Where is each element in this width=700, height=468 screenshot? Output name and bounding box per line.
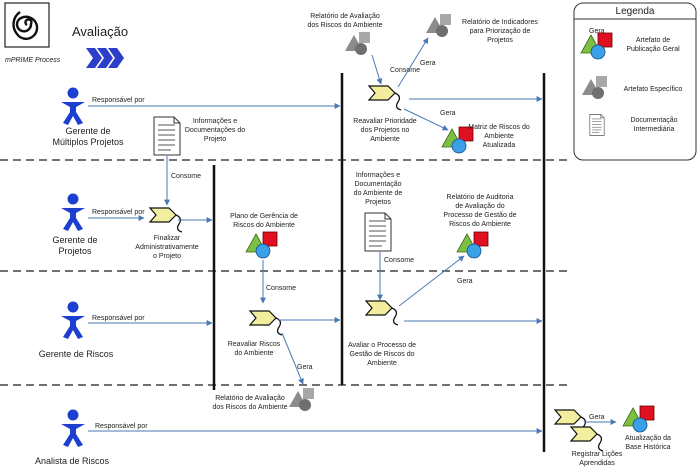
svg-text:Gerente de: Gerente de xyxy=(65,126,110,136)
svg-text:Registrar Lições: Registrar Lições xyxy=(572,451,623,458)
svg-text:dos Projetos no: dos Projetos no xyxy=(361,127,410,134)
gera-label: Gera xyxy=(297,364,313,371)
svg-text:Atualizada: Atualizada xyxy=(483,142,516,149)
svg-text:Matriz de Riscos do: Matriz de Riscos do xyxy=(468,124,530,131)
svg-text:Finalizar: Finalizar xyxy=(154,235,181,242)
svg-text:Responsável por: Responsável por xyxy=(92,315,145,322)
svg-text:Processo de Gestão de: Processo de Gestão de xyxy=(443,212,516,219)
mprime-logo xyxy=(4,2,50,48)
svg-text:Relatório de Avaliação: Relatório de Avaliação xyxy=(310,13,380,20)
svg-text:Reavaliar Riscos: Reavaliar Riscos xyxy=(228,341,281,348)
svg-text:Atualização da: Atualização da xyxy=(625,435,671,442)
svg-text:Analista de Riscos: Analista de Riscos xyxy=(35,456,110,466)
svg-text:Avaliar o Processo de: Avaliar o Processo de xyxy=(348,342,416,349)
gera-label: Gera xyxy=(420,60,436,67)
gera-label: Gera xyxy=(589,414,605,421)
consome-label: Consome xyxy=(171,173,201,180)
svg-text:Relatório de Indicadores: Relatório de Indicadores xyxy=(462,19,538,26)
svg-text:Gestão de Riscos do: Gestão de Riscos do xyxy=(350,351,415,358)
svg-text:Projetos: Projetos xyxy=(487,37,513,44)
svg-text:Intermediária: Intermediária xyxy=(634,126,675,133)
svg-text:do Ambiente: do Ambiente xyxy=(235,350,274,357)
svg-text:Administrativamente: Administrativamente xyxy=(135,244,199,251)
svg-text:Múltiplos Projetos: Múltiplos Projetos xyxy=(52,137,124,147)
svg-text:Gerente de Riscos: Gerente de Riscos xyxy=(39,349,114,359)
svg-text:Aprendidas: Aprendidas xyxy=(579,460,615,467)
svg-text:para Priorização de: para Priorização de xyxy=(470,28,531,35)
gera-arrow xyxy=(397,37,429,88)
svg-text:Artefato de: Artefato de xyxy=(636,37,670,44)
consome-label: Consome xyxy=(390,67,420,74)
artifact-atualizacao-base: Atualização da Base Histórica xyxy=(622,405,671,451)
svg-text:Relatório de Avaliação: Relatório de Avaliação xyxy=(215,395,285,402)
svg-text:Relatório de Auditoria: Relatório de Auditoria xyxy=(447,194,514,201)
activity-reavaliar-riscos[interactable]: Reavaliar Riscos do Ambiente xyxy=(228,310,283,357)
consome-label: Consome xyxy=(266,285,296,292)
gera-label: Gera xyxy=(440,110,456,117)
legend: Legenda Gera Artefato de Publicação Gera… xyxy=(573,2,697,161)
svg-text:Projeto: Projeto xyxy=(204,136,226,143)
gera-arrow xyxy=(281,332,304,385)
phase-arrows-icon xyxy=(86,48,124,68)
activity-finalizar[interactable]: Finalizar Administrativamente o Projeto xyxy=(135,207,199,260)
svg-text:Informações e: Informações e xyxy=(193,118,237,125)
gera-arrow xyxy=(403,108,449,131)
svg-text:Projetos: Projetos xyxy=(365,199,391,206)
artifact-relatorio-indicadores: Relatório de Indicadores para Priorizaçã… xyxy=(426,14,538,44)
role-analista-riscos: Analista de Riscos xyxy=(35,409,110,466)
consome-arrow xyxy=(371,54,383,85)
svg-text:Informações e: Informações e xyxy=(356,172,400,179)
svg-text:Ambiente: Ambiente xyxy=(484,133,514,140)
artifact-relatorio-avaliacao-top: Relatório de Avaliação dos Riscos do Amb… xyxy=(307,13,383,55)
artifact-relatorio-avaliacao-bottom: Relatório de Avaliação dos Riscos do Amb… xyxy=(212,388,314,411)
responsavel-arrows: Responsável por Responsável por Responsá… xyxy=(88,97,543,434)
svg-text:Responsável por: Responsável por xyxy=(92,97,145,104)
svg-text:Plano de Gerência de: Plano de Gerência de xyxy=(230,213,298,220)
svg-text:Ambiente: Ambiente xyxy=(370,136,400,143)
svg-text:Projetos: Projetos xyxy=(58,246,92,256)
svg-text:dos Riscos do Ambiente: dos Riscos do Ambiente xyxy=(307,22,382,29)
activity-reavaliar-prioridade[interactable]: Reavaliar Prioridade dos Projetos no Amb… xyxy=(353,85,417,143)
svg-text:Artefato Específico: Artefato Específico xyxy=(624,86,683,93)
svg-text:dos Riscos do Ambiente: dos Riscos do Ambiente xyxy=(212,404,287,411)
svg-text:Riscos do Ambiente: Riscos do Ambiente xyxy=(449,221,511,228)
svg-text:Responsável por: Responsável por xyxy=(95,423,148,430)
svg-text:Base Histórica: Base Histórica xyxy=(625,444,670,451)
artifact-matriz-riscos: Matriz de Riscos do Ambiente Atualizada xyxy=(441,124,530,154)
activity-avaliar-processo[interactable]: Avaliar o Processo de Gestão de Riscos d… xyxy=(348,300,416,367)
role-gerente-riscos: Gerente de Riscos xyxy=(39,301,114,359)
svg-text:o Projeto: o Projeto xyxy=(153,253,181,260)
legend-gera: Gera xyxy=(589,28,605,35)
consome-label: Consome xyxy=(384,257,414,264)
svg-text:Publicação Geral: Publicação Geral xyxy=(626,46,680,53)
artifact-plano-gerencia: Plano de Gerência de Riscos do Ambiente xyxy=(230,213,298,259)
gera-arrow xyxy=(398,255,465,307)
role-gerente-projetos: Gerente de Projetos xyxy=(52,193,98,256)
process-name: mPRIME Process xyxy=(5,57,61,64)
svg-text:Gerente de: Gerente de xyxy=(52,235,97,245)
svg-text:Responsável por: Responsável por xyxy=(92,209,145,216)
svg-text:Ambiente: Ambiente xyxy=(367,360,397,367)
artifact-relatorio-auditoria: Relatório de Auditoria de Avaliação do P… xyxy=(443,194,517,259)
svg-text:Reavaliar Prioridade: Reavaliar Prioridade xyxy=(353,118,417,125)
svg-text:Documentação: Documentação xyxy=(354,181,401,188)
gera-label: Gera xyxy=(457,278,473,285)
artifact-info-doc-projeto: Informações e Documentações do Projeto xyxy=(153,116,245,156)
svg-text:Riscos do Ambiente: Riscos do Ambiente xyxy=(233,222,295,229)
svg-text:do Ambiente de: do Ambiente de xyxy=(354,190,403,197)
phase-title: Avaliação xyxy=(72,24,128,39)
activity-registrar[interactable]: Registrar Lições Aprendidas xyxy=(554,409,623,467)
svg-text:Documentação: Documentação xyxy=(630,117,677,124)
svg-text:Documentações do: Documentações do xyxy=(185,127,245,134)
role-gerente-multiplos: Gerente de Múltiplos Projetos xyxy=(52,87,124,147)
svg-text:de Avaliação do: de Avaliação do xyxy=(455,203,504,210)
artifact-info-doc-ambiente: Informações e Documentação do Ambiente d… xyxy=(354,172,403,252)
legend-title: Legenda xyxy=(616,6,655,17)
